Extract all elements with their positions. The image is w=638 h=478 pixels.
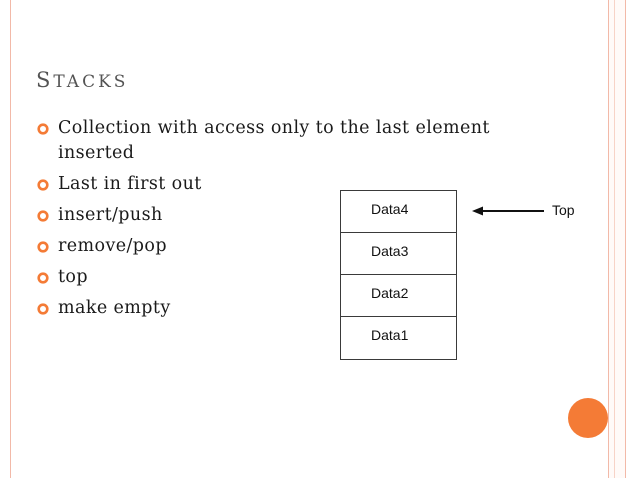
hollow-circle-bullet-icon — [37, 272, 49, 284]
slide-frame-right-band — [608, 0, 626, 478]
bullet-text: make empty — [58, 298, 171, 318]
slide-frame-left-line — [10, 0, 11, 478]
bullet-item: remove/pop — [36, 234, 536, 259]
hollow-circle-bullet-icon — [37, 210, 49, 222]
slide-title-rest: TACKS — [53, 72, 129, 92]
bullet-item: top — [36, 265, 536, 290]
orange-circle-decoration — [568, 398, 608, 438]
stack-diagram: Data4 Data3 Data2 Data1 — [340, 190, 457, 360]
slide-title: STACKS — [36, 68, 128, 92]
bullet-text: Last in first out — [58, 174, 202, 194]
slide-frame-right-inner-line — [614, 0, 615, 478]
hollow-circle-bullet-icon — [37, 241, 49, 253]
top-pointer-label: Top — [552, 202, 575, 218]
bullet-list: Collection with access only to the last … — [36, 116, 536, 327]
bullet-text: top — [58, 267, 88, 287]
stack-cell: Data4 — [341, 191, 456, 233]
stack-cell: Data1 — [371, 327, 409, 343]
hollow-circle-bullet-icon — [37, 179, 49, 191]
bullet-text: insert/push — [58, 205, 163, 225]
bullet-item: Last in first out — [36, 172, 536, 197]
bullet-item: make empty — [36, 296, 536, 321]
hollow-circle-bullet-icon — [37, 303, 49, 315]
stack-cell: Data3 — [341, 233, 456, 275]
left-arrow-icon — [472, 206, 544, 216]
slide-title-initial: S — [36, 68, 54, 92]
stack-cell: Data2 — [341, 275, 456, 317]
bullet-item: Collection with access only to the last … — [36, 116, 536, 166]
bullet-text: Collection with access only to the last … — [58, 118, 490, 163]
bullet-text: remove/pop — [58, 236, 167, 256]
bullet-item: insert/push — [36, 203, 536, 228]
hollow-circle-bullet-icon — [37, 123, 49, 135]
